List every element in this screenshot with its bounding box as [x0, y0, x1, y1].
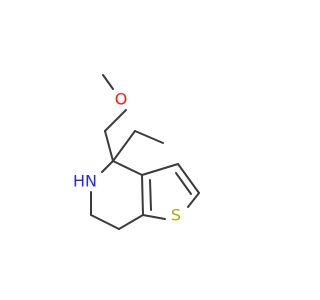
bond-c3-c2-inner [175, 172, 192, 195]
structure-canvas: O N H S [72, 74, 200, 230]
bond-c7a-c3a-inner [149, 179, 152, 211]
bond-c2-s [187, 192, 200, 208]
bond-s-c7a [142, 214, 166, 220]
molecule-diagram: O N H S [73, 74, 200, 230]
bond-ethyl-ch3 [134, 130, 164, 144]
bond-methyl-o [102, 74, 114, 90]
bond-c4-n [101, 160, 114, 173]
bond-c3-c2 [177, 163, 200, 194]
bond-c7-c7a [118, 214, 144, 230]
bond-c3a-c3 [141, 163, 179, 176]
bond-c6-c7 [90, 214, 120, 230]
bond-o-ch2 [104, 109, 127, 132]
hydrogen-atom-label: H [73, 172, 85, 191]
bond-c4-ethyl [112, 130, 136, 162]
bond-c4-c3a [112, 160, 143, 176]
oxygen-atom-label: O [115, 90, 128, 109]
bond-c7a-c3a [141, 174, 144, 216]
bond-ch2-c4 [104, 130, 114, 162]
sulfur-atom-label: S [171, 206, 181, 225]
nitrogen-atom-label: N [85, 172, 97, 191]
